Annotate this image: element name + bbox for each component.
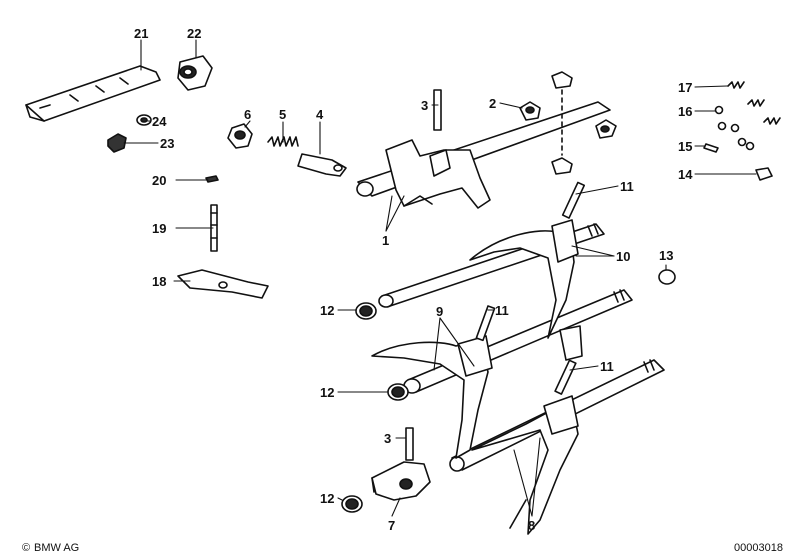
callout-18: 18 <box>152 274 166 289</box>
copyright-symbol: © <box>22 542 30 554</box>
shift-shaft-1 <box>356 101 611 209</box>
callout-12-bottom: 12 <box>320 491 334 506</box>
callout-12-top: 12 <box>320 303 334 318</box>
bushings-2 <box>519 71 617 175</box>
plug-6 <box>227 123 253 149</box>
callout-3-upper: 3 <box>421 98 428 113</box>
callout-23: 23 <box>160 136 174 151</box>
selector-rod-21 <box>25 65 161 122</box>
callout-15: 15 <box>678 139 692 154</box>
callout-7: 7 <box>388 518 395 533</box>
callout-13: 13 <box>659 248 673 263</box>
plate-18 <box>177 269 269 299</box>
balls-16 <box>714 105 755 151</box>
callout-16: 16 <box>678 104 692 119</box>
pin-3-upper <box>433 89 442 131</box>
seals-12 <box>341 302 409 513</box>
callout-20: 20 <box>152 173 166 188</box>
callout-5: 5 <box>279 107 286 122</box>
callout-3-lower: 3 <box>384 431 391 446</box>
callout-11-middle: 11 <box>495 303 509 318</box>
callout-labels: 21 22 24 23 20 19 18 6 5 4 1 3 2 11 10 1… <box>134 26 693 533</box>
bushing-22 <box>177 55 213 91</box>
shift-fork-10 <box>469 219 583 361</box>
callout-10: 10 <box>616 249 630 264</box>
leader-lines <box>123 39 757 517</box>
callout-8: 8 <box>528 518 535 533</box>
footer: © BMW AG 00003018 <box>22 542 783 554</box>
callout-9: 9 <box>436 304 443 319</box>
callout-19: 19 <box>152 221 166 236</box>
callout-4: 4 <box>316 107 324 122</box>
callout-14: 14 <box>678 167 693 182</box>
callout-12-middle: 12 <box>320 385 334 400</box>
brand-label: BMW AG <box>34 542 79 554</box>
callout-11-bottom: 11 <box>600 359 614 374</box>
plug-14 <box>755 167 773 181</box>
callout-11-top: 11 <box>620 179 634 194</box>
pin-20 <box>205 175 219 183</box>
shift-fork-8 <box>471 395 579 535</box>
callout-6: 6 <box>244 107 251 122</box>
springs-17 <box>727 81 781 125</box>
pin-3-lower <box>405 427 414 461</box>
callout-24: 24 <box>152 114 167 129</box>
plug-13 <box>658 269 676 285</box>
callout-2: 2 <box>489 96 496 111</box>
interlock-7 <box>371 461 431 501</box>
spring-5 <box>267 136 299 147</box>
bolt-23 <box>107 133 127 153</box>
diagram-number: 00003018 <box>734 542 783 554</box>
callout-1: 1 <box>382 233 389 248</box>
callout-21: 21 <box>134 26 148 41</box>
callout-17: 17 <box>678 80 692 95</box>
callout-22: 22 <box>187 26 201 41</box>
washer-24 <box>136 114 152 126</box>
pin-15 <box>703 143 719 153</box>
plunger-4 <box>297 153 347 177</box>
pins-11 <box>475 181 586 395</box>
